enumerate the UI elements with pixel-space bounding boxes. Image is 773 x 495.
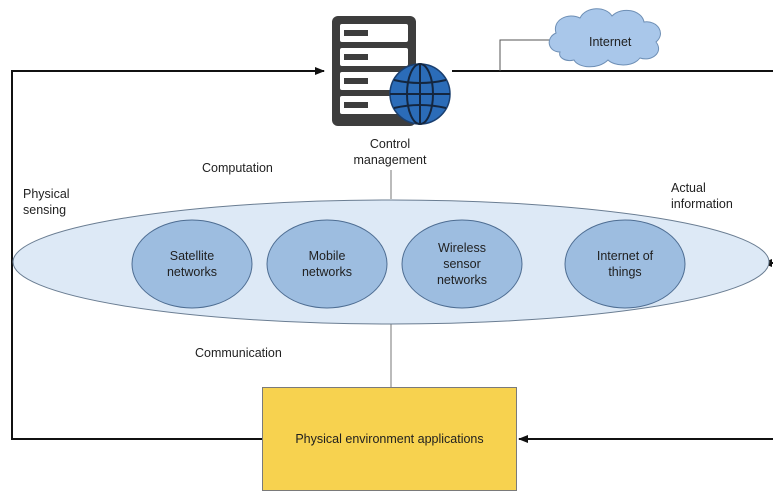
iot-circle	[564, 219, 686, 309]
communication-label: Communication	[195, 346, 282, 360]
internet-label: Internet	[589, 35, 632, 49]
actual-information-label: Actual information	[671, 180, 733, 212]
computation-label: Computation	[202, 161, 273, 175]
cloud-icon	[548, 8, 661, 68]
wireless-sensor-networks-label: Wireless sensor networks	[402, 240, 522, 288]
control-management-line2: management	[353, 153, 427, 167]
actual-information-line1: Actual	[671, 181, 706, 195]
control-management-label: Control management	[330, 136, 450, 168]
wireless-circle	[401, 219, 523, 309]
mobile-networks-label: Mobile networks	[267, 248, 387, 280]
physical-sensing-label: Physical sensing	[23, 186, 70, 218]
mobile-line2: networks	[301, 265, 353, 279]
iot-line1: Internet of	[596, 249, 654, 263]
physical-environment-applications-label: Physical environment applications	[295, 432, 484, 446]
wireless-line3: networks	[436, 273, 488, 287]
satellite-line2: networks	[166, 265, 218, 279]
physical-environment-applications-box	[262, 387, 517, 491]
globe-icon	[389, 63, 451, 125]
control-management-line1: Control	[369, 137, 411, 151]
satellite-line1: Satellite	[169, 249, 215, 263]
satellite-circle	[131, 219, 253, 309]
mobile-circle	[266, 219, 388, 309]
internet-of-things-label: Internet of things	[565, 248, 685, 280]
physical-sensing-line2: sensing	[23, 203, 67, 217]
wireless-line2: sensor	[443, 257, 481, 271]
satellite-networks-label: Satellite networks	[132, 248, 252, 280]
actual-information-line2: information	[671, 197, 733, 211]
physical-sensing-arrow	[11, 67, 325, 440]
wireless-line1: Wireless	[438, 241, 486, 255]
internet-connector	[499, 39, 555, 71]
iot-line2: things	[608, 265, 642, 279]
physical-sensing-line1: Physical	[23, 187, 70, 201]
mobile-line1: Mobile	[308, 249, 346, 263]
